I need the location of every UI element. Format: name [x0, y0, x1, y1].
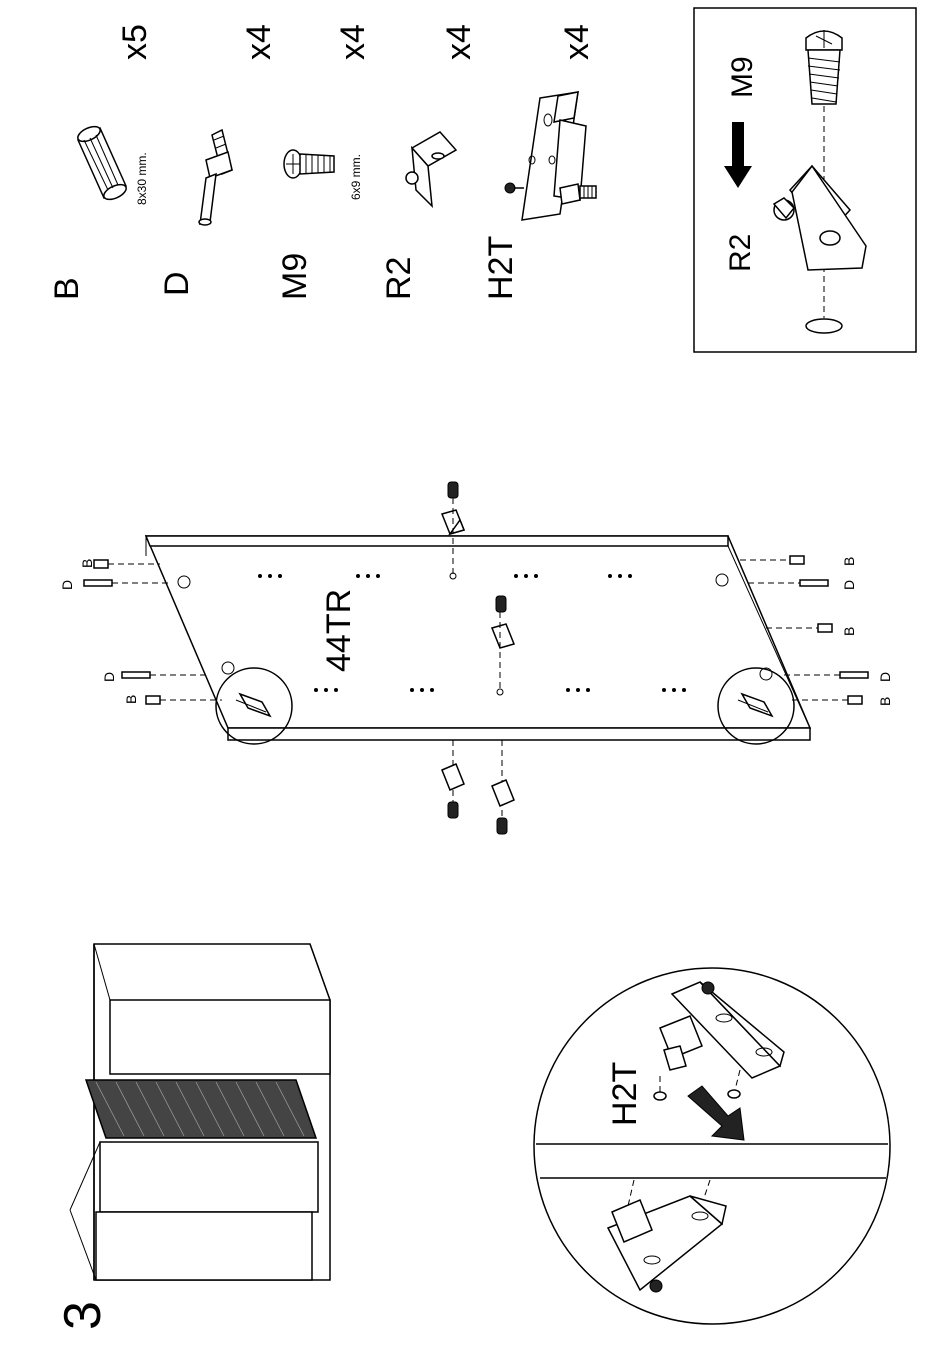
part-d-code: D: [158, 271, 196, 296]
callout-right-top-b: B: [841, 557, 857, 566]
hinge-plate-icon: [660, 982, 784, 1078]
part-h2t-qty: x4: [558, 24, 596, 60]
callout-left-bottom-d: D: [101, 672, 117, 682]
zoom-detail: H2T: [534, 968, 890, 1324]
part-m9-code: M9: [276, 253, 314, 300]
step-number: 3: [54, 1301, 112, 1330]
part-b-qty: x5: [116, 24, 154, 60]
hinge-plate-icon: [608, 1196, 726, 1292]
screw-icon: [284, 150, 334, 178]
detail-screw-icon: [806, 30, 842, 104]
dowel-icon: [146, 696, 160, 704]
screw-icon: [448, 802, 458, 818]
callout-right-bottom-d: D: [877, 672, 893, 682]
panel-label: 44TR: [320, 589, 358, 672]
detail-bracket-label: R2: [724, 234, 757, 272]
screw-icon: [448, 482, 458, 498]
detail-box: M9 R2: [694, 8, 916, 352]
panel-assembly: 44TR: [59, 482, 893, 834]
part-r2-qty: x4: [440, 24, 478, 60]
cabinet-overview: [70, 944, 330, 1280]
part-b-dimension: 8x30 mm.: [135, 152, 149, 205]
callout-left-bottom-b: B: [123, 695, 139, 704]
angle-bracket-icon: [406, 132, 456, 206]
callout-right-bottom-b: B: [877, 697, 893, 706]
callout-right-top-d: D: [841, 580, 857, 590]
angle-bracket-icon: [492, 780, 514, 806]
cam-bolt-icon: [122, 672, 150, 678]
dowel-icon: [848, 696, 862, 704]
part-m9-qty: x4: [334, 24, 372, 60]
callout-right-mid-b: B: [841, 627, 857, 636]
highlighted-shelf: [86, 1080, 316, 1138]
detail-bracket-icon: [774, 166, 866, 270]
part-r2-code: R2: [380, 257, 418, 300]
part-m9-dimension: 6x9 mm.: [349, 154, 363, 200]
screw-icon: [497, 818, 507, 834]
cam-bolt-icon: [84, 580, 112, 586]
parts-list: x5 x4 x4 x4 x4 B D M9 R2 H2T 8x30 mm. 6x…: [48, 24, 596, 300]
dowel-icon: [790, 556, 804, 564]
cam-bolt-icon: [840, 672, 868, 678]
part-b-code: B: [48, 277, 86, 300]
cam-bolt-icon: [800, 580, 828, 586]
angle-bracket-icon: [442, 764, 464, 790]
down-arrow-icon: [724, 122, 752, 188]
hinge-plate-icon: [505, 92, 596, 220]
cam-bolt-icon: [199, 130, 232, 225]
callout-left-top-d: D: [59, 580, 75, 590]
screw-icon: [496, 596, 506, 612]
part-d-qty: x4: [240, 24, 278, 60]
part-h2t-code: H2T: [482, 236, 520, 300]
callout-left-top-b: B: [79, 559, 95, 568]
dowel-icon: [76, 123, 129, 202]
dowel-icon: [94, 560, 108, 568]
dowel-icon: [818, 624, 832, 632]
detail-screw-label: M9: [726, 56, 759, 98]
zoom-detail-label: H2T: [606, 1062, 644, 1126]
detail-hole-icon: [806, 319, 842, 333]
